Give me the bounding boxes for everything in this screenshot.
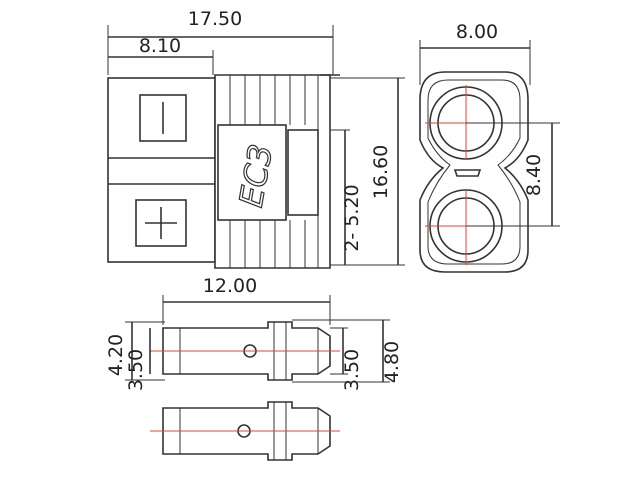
plus-box — [135, 199, 187, 247]
dimension-pin-socket-dia: 3.50 4.80 — [292, 319, 403, 391]
svg-text:2- 5.20: 2- 5.20 — [341, 184, 363, 251]
svg-text:3.50: 3.50 — [341, 349, 363, 391]
dimension-pin-spacing: 8.40 — [466, 122, 560, 227]
pin-side-view-2 — [150, 401, 340, 461]
svg-text:17.50: 17.50 — [188, 8, 242, 30]
svg-text:8.00: 8.00 — [456, 21, 498, 43]
plus-icon — [145, 207, 177, 239]
connector-front-view — [419, 71, 529, 273]
connector-side-view: EC3 — [107, 74, 340, 269]
dimension-overall-length: 17.50 — [107, 8, 334, 75]
svg-text:8.40: 8.40 — [523, 154, 545, 196]
dimension-height: 16.60 — [330, 77, 405, 266]
svg-text:4.80: 4.80 — [381, 341, 403, 383]
dimension-housing-length: 8.10 — [108, 35, 214, 75]
minus-box — [139, 94, 187, 142]
svg-text:8.10: 8.10 — [139, 35, 181, 57]
dimension-width: 8.00 — [419, 21, 531, 85]
svg-text:4.20: 4.20 — [105, 334, 127, 376]
dimension-pin-length: 12.00 — [162, 275, 331, 325]
svg-text:3.50: 3.50 — [125, 349, 147, 391]
dimension-pin-outer-dia: 4.20 3.50 — [105, 321, 165, 391]
pin-side-view-1 — [150, 321, 340, 381]
svg-text:12.00: 12.00 — [203, 275, 257, 297]
svg-text:16.60: 16.60 — [370, 145, 392, 199]
dimension-pin-hole: 2- 5.20 — [330, 129, 363, 265]
